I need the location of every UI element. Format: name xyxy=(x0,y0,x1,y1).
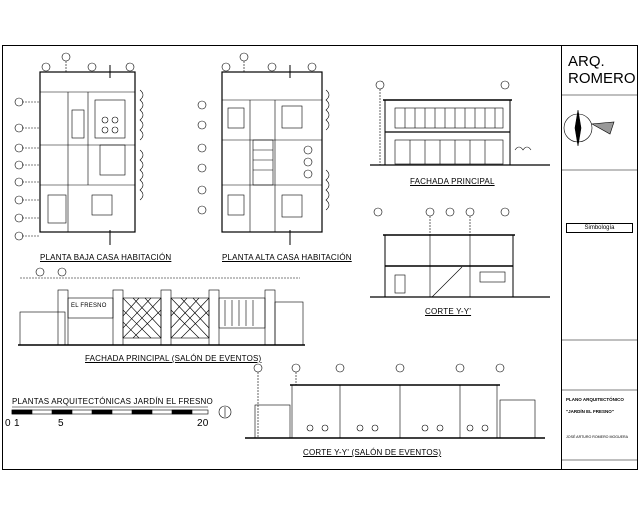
scale-0: 0 xyxy=(5,418,11,429)
planta-alta-label: PLANTA ALTA CASA HABITACIÓN xyxy=(222,253,352,262)
author-name: JOSÉ ARTURO ROMERO MOGUERA xyxy=(566,435,629,439)
corte-salon-section xyxy=(245,363,545,439)
planta-baja-label: PLANTA BAJA CASA HABITACIÓN xyxy=(40,253,172,262)
planta-baja-plan xyxy=(14,52,144,245)
fachada-salon-label: FACHADA PRINCIPAL (SALÓN DE EVENTOS) xyxy=(85,354,262,363)
plan-type: PLANO ARQUITECTÓNICO xyxy=(566,397,624,402)
scale-5: 5 xyxy=(58,418,64,429)
scale-1: 1 xyxy=(14,418,20,429)
fachada-salon-elevation xyxy=(18,267,305,346)
fachada-principal-elevation xyxy=(370,80,550,166)
corte-yy-section xyxy=(370,207,550,298)
planta-alta-plan xyxy=(197,52,330,245)
salon-sign-text: EL FRESNO xyxy=(71,303,107,309)
scale-20: 20 xyxy=(197,418,209,429)
drawing-sheet xyxy=(2,45,638,470)
fachada-principal-label: FACHADA PRINCIPAL xyxy=(410,177,495,186)
plantas-title: PLANTAS ARQUITECTÓNICAS JARDÍN EL FRESNO xyxy=(12,397,213,406)
graphic-scale xyxy=(11,405,232,419)
firm-name: ARQ. ROMERO xyxy=(568,53,636,87)
project-name: "JARDÍN EL FRESNO" xyxy=(566,409,614,414)
corte-yy-label: CORTE Y-Y' xyxy=(425,307,472,316)
corte-salon-label: CORTE Y-Y' (SALÓN DE EVENTOS) xyxy=(303,448,442,457)
titleblock: ARQ. ROMERO Simbología PLANO ARQUITECTÓN… xyxy=(561,45,638,470)
simbologia-box: Simbología xyxy=(566,223,633,233)
titleblock-lines xyxy=(561,94,638,461)
